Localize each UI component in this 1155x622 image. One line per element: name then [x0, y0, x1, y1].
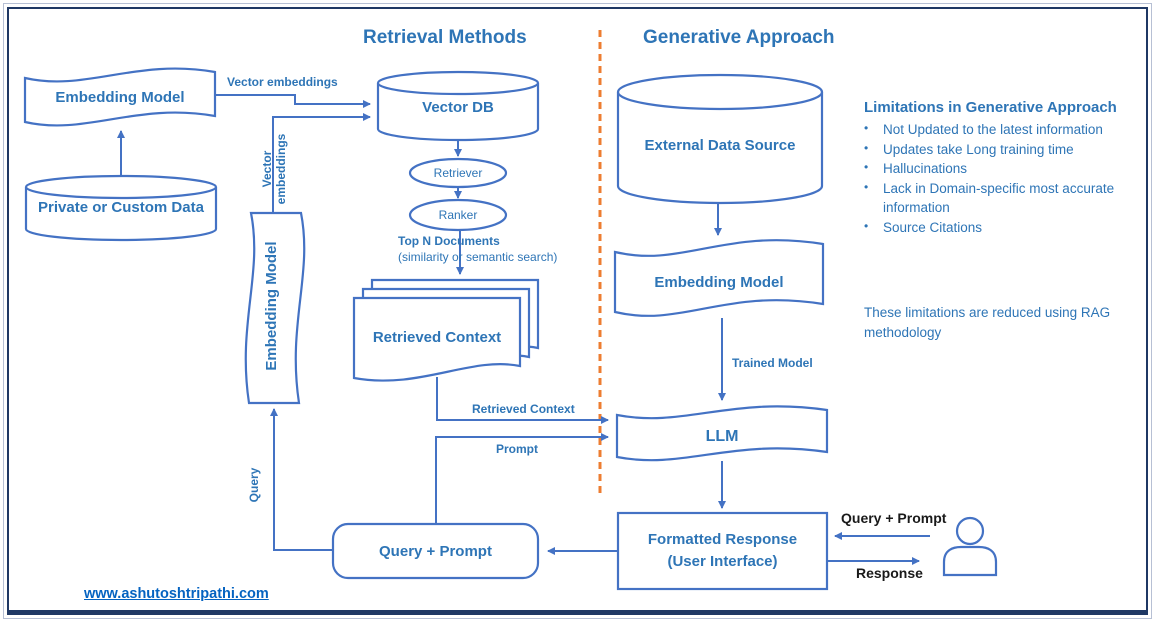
vector-embeddings-label: Vector embeddings	[227, 75, 338, 89]
embedding-model-top-left-label: Embedding Model	[55, 89, 185, 106]
ranker-shape	[408, 198, 508, 232]
formatted-response-label: Formatted Response (User Interface)	[618, 513, 827, 589]
edge-retrievedcontext-llm	[436, 377, 609, 424]
vector-embeddings-vertical-label: Vector embeddings	[260, 133, 288, 205]
private-custom-data-shape	[24, 174, 218, 242]
embedding-model-left-shape	[244, 211, 306, 405]
rag-note: These limitations are reduced using RAG …	[864, 305, 1111, 340]
user-icon	[942, 516, 998, 577]
limitation-item: • Updates take Long training time	[864, 140, 1152, 160]
embedding-model-right-shape	[613, 239, 825, 317]
limitation-item: • Not Updated to the latest information	[864, 120, 1152, 140]
limitation-item: • Lack in Domain-specific most accurate …	[864, 179, 1152, 218]
embedding-model-top-left-shape	[23, 67, 217, 127]
retriever-shape	[408, 157, 508, 189]
ranker-label: Ranker	[438, 208, 478, 222]
limitation-item: • Hallucinations	[864, 159, 1152, 179]
limitation-item: • Source Citations	[864, 218, 1152, 238]
retrieved-context-edge-label: Retrieved Context	[472, 402, 575, 416]
external-data-source-shape	[616, 73, 824, 205]
llm-shape	[615, 405, 829, 462]
limitations-list: • Not Updated to the latest information …	[864, 120, 1152, 237]
top-n-documents-sublabel: (similarity or semantic search)	[398, 250, 558, 264]
formatted-response-line2: (User Interface)	[667, 553, 778, 570]
prompt-edge-label: Prompt	[496, 442, 538, 456]
retrieval-methods-header: Retrieval Methods	[363, 27, 527, 48]
edge-queryprompt-llm	[435, 433, 609, 523]
edge-embedding-vectordb	[215, 94, 371, 108]
formatted-response-line1: Formatted Response	[647, 531, 798, 549]
bullet-icon: •	[864, 140, 869, 155]
edge-queryprompt-embeddingleft	[270, 408, 333, 551]
query-prompt-label: Query + Prompt	[379, 543, 492, 560]
private-custom-data-label: Private or Custom Data	[38, 199, 204, 216]
response-label: Response	[856, 565, 923, 581]
retriever-label: Retriever	[433, 166, 483, 180]
bullet-icon: •	[864, 160, 869, 175]
bullet-icon: •	[864, 218, 869, 233]
llm-label: LLM	[705, 428, 739, 445]
query-edge-label: Query	[247, 467, 261, 503]
bullet-icon: •	[864, 121, 869, 135]
generative-approach-header: Generative Approach	[643, 27, 835, 48]
edge-embeddingleft-vectordb	[272, 113, 371, 212]
embedding-model-left-label: Embedding Model	[263, 241, 280, 371]
external-data-source-label: External Data Source	[644, 137, 796, 154]
vector-db-label: Vector DB	[422, 99, 494, 116]
query-prompt-shape	[331, 522, 540, 580]
embedding-model-right-label: Embedding Model	[654, 274, 784, 291]
website-link[interactable]: www.ashutoshtripathi.com	[84, 586, 269, 602]
bullet-icon: •	[864, 179, 869, 194]
retrieved-context-node-label: Retrieved Context	[372, 329, 502, 346]
retrieved-context-stack	[352, 278, 540, 382]
trained-model-edge-label: Trained Model	[732, 356, 813, 370]
formatted-response-shape	[616, 511, 829, 591]
top-n-documents-label: Top N Documents	[398, 234, 500, 248]
limitations-title: Limitations in Generative Approach	[864, 99, 1117, 116]
user-query-prompt-label: Query + Prompt	[841, 510, 947, 526]
vector-db-shape	[376, 70, 540, 142]
